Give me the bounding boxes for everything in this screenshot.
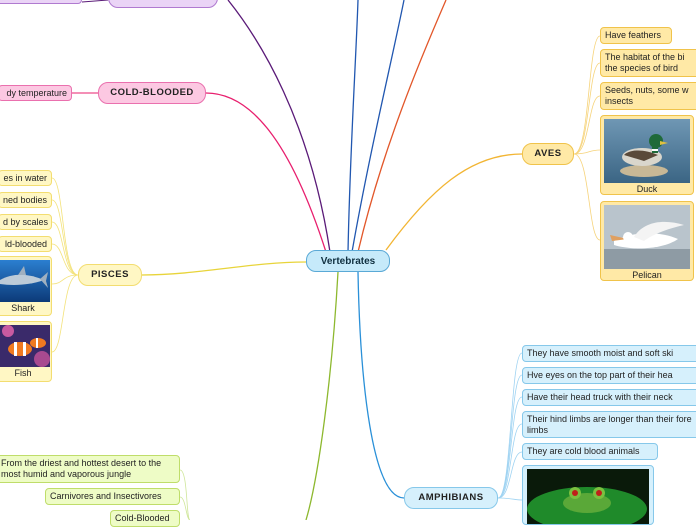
aves-item-2[interactable]: Seeds, nuts, some w insects xyxy=(600,82,696,110)
duck-caption: Duck xyxy=(636,184,658,194)
aves-item-1[interactable]: The habitat of the bi the species of bir… xyxy=(600,49,696,77)
link-root-red xyxy=(357,0,447,253)
duck-image xyxy=(604,119,690,183)
pisces-item-1[interactable]: ned bodies xyxy=(0,192,52,208)
cold-blooded-item[interactable]: dy temperature xyxy=(0,85,72,101)
amphibians-item-3[interactable]: Their hind limbs are longer than their f… xyxy=(522,411,696,438)
pisces-item-2[interactable]: d by scales xyxy=(0,214,52,230)
pelican-caption: Pelican xyxy=(632,270,662,280)
link-root-purple xyxy=(227,0,331,253)
pelican-image xyxy=(604,205,690,269)
amphibians-item-0[interactable]: They have smooth moist and soft ski xyxy=(522,345,696,362)
purple-item-node[interactable] xyxy=(0,0,82,4)
pisces-item-0[interactable]: es in water xyxy=(0,170,52,186)
aves-item-0[interactable]: Have feathers xyxy=(600,27,672,44)
green-item-0[interactable]: From the driest and hottest desert to th… xyxy=(0,455,180,483)
cold-blooded-node[interactable]: COLD-BLOODED xyxy=(98,82,206,104)
fish-caption: Fish xyxy=(14,368,32,378)
link-root-navy2 xyxy=(351,0,405,253)
amphibians-image-frog[interactable] xyxy=(522,465,654,525)
purple-topic-node[interactable] xyxy=(108,0,218,8)
link-root-aves xyxy=(385,153,523,251)
pisces-item-3[interactable]: ld-blooded xyxy=(0,236,52,252)
aves-image-pelican[interactable]: Pelican xyxy=(600,201,694,281)
amphibians-item-1[interactable]: Hve eyes on the top part of their hea xyxy=(522,367,696,384)
link-root-coldblooded xyxy=(205,92,327,253)
green-item-1[interactable]: Carnivores and Insectivores xyxy=(45,488,180,505)
aves-image-duck[interactable]: Duck xyxy=(600,115,694,195)
shark-image xyxy=(0,260,50,302)
link-purple-item xyxy=(81,0,109,3)
link-root-green xyxy=(305,271,339,520)
shark-caption: Shark xyxy=(11,303,35,313)
green-item-2[interactable]: Cold-Blooded xyxy=(110,510,180,527)
pisces-node[interactable]: PISCES xyxy=(78,264,142,286)
amphibians-node[interactable]: AMPHIBIANS xyxy=(404,487,498,509)
clownfish-image xyxy=(0,325,50,367)
aves-node[interactable]: AVES xyxy=(522,143,574,165)
pisces-image-fish[interactable]: Fish xyxy=(0,321,52,382)
pisces-image-shark[interactable]: Shark xyxy=(0,256,52,316)
frog-image xyxy=(527,469,649,524)
link-root-amphibians xyxy=(357,271,405,499)
root-node[interactable]: Vertebrates xyxy=(306,250,390,272)
link-root-pisces xyxy=(141,261,307,276)
link-root-navy1 xyxy=(347,0,359,253)
amphibians-item-2[interactable]: Have their head truck with their neck xyxy=(522,389,696,406)
amphibians-item-4[interactable]: They are cold blood animals xyxy=(522,443,658,460)
